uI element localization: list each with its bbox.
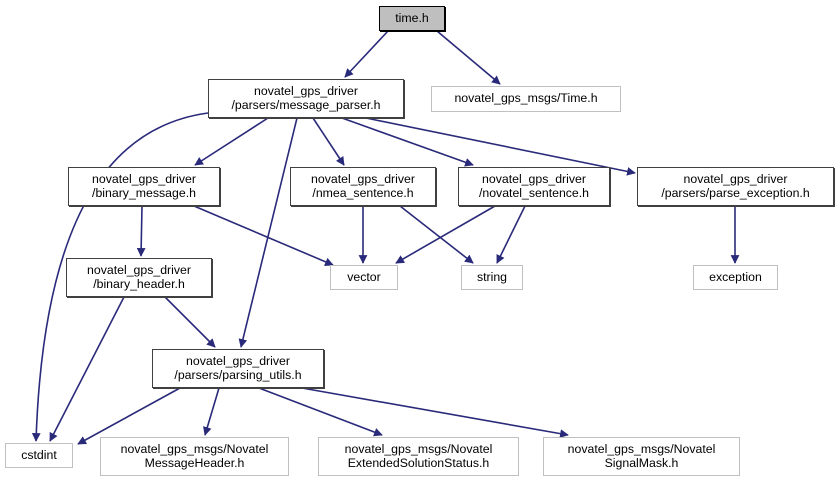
node-label-parse_except: novatel_gps_driver /parsers/parse_except… (661, 171, 810, 200)
node-time_msgs[interactable]: novatel_gps_msgs/Time.h (431, 86, 621, 112)
node-vector[interactable]: vector (330, 265, 398, 290)
node-ext_status[interactable]: novatel_gps_msgs/Novatel ExtendedSolutio… (318, 437, 519, 476)
node-label-signal_mask: novatel_gps_msgs/Novatel SignalMask.h (567, 441, 716, 470)
node-novatel_sent[interactable]: novatel_gps_driver /novatel_sentence.h (458, 167, 610, 206)
node-label-binary_message: novatel_gps_driver /binary_message.h (92, 171, 196, 200)
edge-message_parser-to-nmea_sentence (312, 117, 345, 166)
node-binary_message[interactable]: novatel_gps_driver /binary_message.h (68, 167, 220, 206)
edge-message_parser-to-parse_except (365, 117, 636, 176)
node-label-binary_header: novatel_gps_driver /binary_header.h (87, 262, 191, 291)
edge-message_parser-to-novatel_sent (341, 117, 474, 167)
node-label-msg_header: novatel_gps_msgs/Novatel MessageHeader.h (120, 441, 269, 470)
node-time[interactable]: time.h (379, 6, 445, 31)
edge-parsing_utils-to-ext_status (258, 387, 383, 437)
node-string[interactable]: string (461, 265, 523, 290)
node-label-exception: exception (709, 269, 762, 284)
node-message_parser[interactable]: novatel_gps_driver /parsers/message_pars… (208, 79, 404, 118)
edge-time-to-time_msgs (436, 30, 501, 85)
edge-message_parser-to-parsing_utils (238, 117, 298, 348)
node-signal_mask[interactable]: novatel_gps_msgs/Novatel SignalMask.h (543, 437, 740, 476)
edge-message_parser-to-binary_message (194, 117, 269, 166)
edge-parsing_utils-to-msg_header (203, 387, 220, 436)
edge-parsing_utils-to-cstdint (77, 387, 181, 445)
edge-binary_message-to-binary_header (136, 205, 146, 257)
node-cstdint[interactable]: cstdint (5, 443, 73, 468)
edge-time-to-message_parser (344, 30, 389, 78)
node-label-time: time.h (395, 10, 429, 25)
node-label-ext_status: novatel_gps_msgs/Novatel ExtendedSolutio… (344, 441, 493, 470)
edge-parsing_utils-to-signal_mask (301, 387, 569, 438)
edge-binary_message-to-vector (193, 205, 334, 266)
edge-novatel_sent-to-string (496, 205, 526, 264)
node-msg_header[interactable]: novatel_gps_msgs/Novatel MessageHeader.h (100, 437, 289, 476)
node-label-nmea_sentence: novatel_gps_driver /nmea_sentence.h (311, 171, 415, 200)
node-label-string: string (476, 269, 508, 284)
node-label-vector: vector (347, 269, 381, 284)
edge-novatel_sent-to-vector (395, 205, 496, 264)
node-label-time_msgs: novatel_gps_msgs/Time.h (454, 91, 598, 106)
node-label-message_parser: novatel_gps_driver /parsers/message_pars… (231, 83, 381, 112)
node-nmea_sentence[interactable]: novatel_gps_driver /nmea_sentence.h (290, 167, 436, 206)
node-label-parsing_utils: novatel_gps_driver /parsers/parsing_util… (174, 353, 302, 382)
node-label-novatel_sent: novatel_gps_driver /novatel_sentence.h (478, 171, 590, 200)
edge-binary_header-to-cstdint (49, 296, 125, 442)
node-label-cstdint: cstdint (21, 447, 57, 462)
node-binary_header[interactable]: novatel_gps_driver /binary_header.h (66, 258, 212, 297)
node-parsing_utils[interactable]: novatel_gps_driver /parsers/parsing_util… (152, 349, 324, 388)
edge-nmea_sentence-to-string (399, 205, 474, 264)
edge-binary_header-to-parsing_utils (164, 296, 216, 348)
node-parse_except[interactable]: novatel_gps_driver /parsers/parse_except… (637, 167, 834, 206)
node-exception[interactable]: exception (693, 265, 778, 290)
